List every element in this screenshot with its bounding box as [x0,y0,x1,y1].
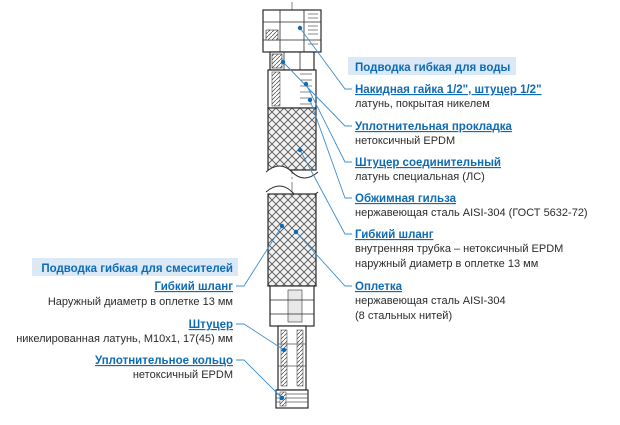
crimp-sleeve-title: Обжимная гильза [355,193,457,205]
leader-dot-fitting [281,347,287,353]
union-nut-title: Накидная гайка 1/2", штуцер 1/2" [355,84,542,96]
leader-o-ring [236,359,283,399]
leader-fitting [236,323,285,351]
leader-gasket [282,61,352,127]
leader-dot-braid [293,229,299,235]
braid-title: Оплетка [355,281,403,293]
leader-dot-crimp-sleeve [307,97,313,103]
hose-lower [265,185,319,287]
fitting-shank [277,325,307,391]
connector-desc: латунь специальная (ЛС) [355,171,485,183]
braid-desc-2: (8 стальных нитей) [355,310,452,322]
union-nut-desc: латунь, покрытая никелем [355,98,490,110]
leader-dot-o-ring [279,395,285,401]
leader-crimp-sleeve [309,99,352,199]
o-ring-title: Уплотнительное кольцо [95,355,233,367]
leader-mixer-hose [236,225,283,287]
fitting-title: Штуцер [189,319,233,331]
right-header: Подводка гибкая для воды [355,62,510,74]
right-group: Подводка гибкая для воды Накидная гайка … [348,57,588,322]
o-ring-desc: нетоксичный EPDM [133,369,233,381]
crimp-sleeve-desc: нержавеющая сталь AISI-304 (ГОСТ 5632-72… [355,207,588,219]
hose-upper [265,107,319,179]
leader-union-nut [299,27,352,90]
right-header-bg [348,57,516,75]
union-nut [262,9,322,53]
mixer-hose-title: Гибкий шланг [154,281,233,293]
hose-drawing [262,2,322,410]
leader-connector [305,83,352,163]
leader-lines [236,25,352,401]
leader-dot-hose [297,147,303,153]
gasket-title: Уплотнительная прокладка [355,121,512,133]
leader-dot-connector [303,81,309,87]
gasket-desc: нетоксичный EPDM [355,135,455,147]
leader-dot-gasket [280,59,286,65]
fitting-desc: никелированная латунь, M10x1, 17(45) мм [16,333,233,345]
left-header: Подводка гибкая для смесителей [41,263,233,275]
crimp-sleeve-bottom [269,285,315,327]
mixer-hose-desc: Наружный диаметр в оплетке 13 мм [48,296,233,308]
fitting-neck [269,51,315,71]
hose-desc-1: внутренняя трубка – нетоксичный EPDM [355,243,563,255]
leader-braid [295,231,352,287]
leader-dot-union-nut [297,25,303,31]
crimp-sleeve-top [267,69,317,109]
braid-desc-1: нержавеющая сталь AISI-304 [355,295,506,307]
left-group: Подводка гибкая для смесителей Гибкий шл… [16,258,238,381]
hose-desc-2: наружный диаметр в оплетке 13 мм [355,258,538,270]
leader-hose [299,149,352,235]
connector-title: Штуцер соединительный [355,157,501,169]
hose-title: Гибкий шланг [355,229,434,241]
left-header-bg [32,258,238,276]
leader-dot-mixer-hose [279,223,285,229]
